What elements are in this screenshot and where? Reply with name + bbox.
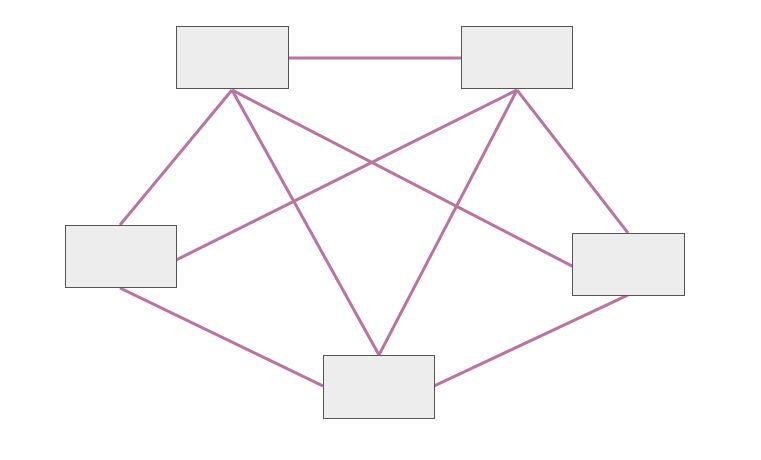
edge-b-c (119, 88, 518, 290)
edge-a-c (118, 89, 234, 226)
edge-a-e (230, 89, 381, 356)
node-b[interactable] (461, 26, 573, 89)
edge-a-d (231, 88, 629, 297)
node-c[interactable] (65, 225, 177, 288)
node-d[interactable] (572, 233, 685, 296)
node-a[interactable] (176, 26, 289, 89)
edge-b-d (515, 89, 630, 234)
node-e[interactable] (323, 355, 435, 419)
edge-b-e (377, 89, 519, 356)
edge-c-e (119, 286, 324, 388)
edge-d-e (433, 293, 629, 388)
